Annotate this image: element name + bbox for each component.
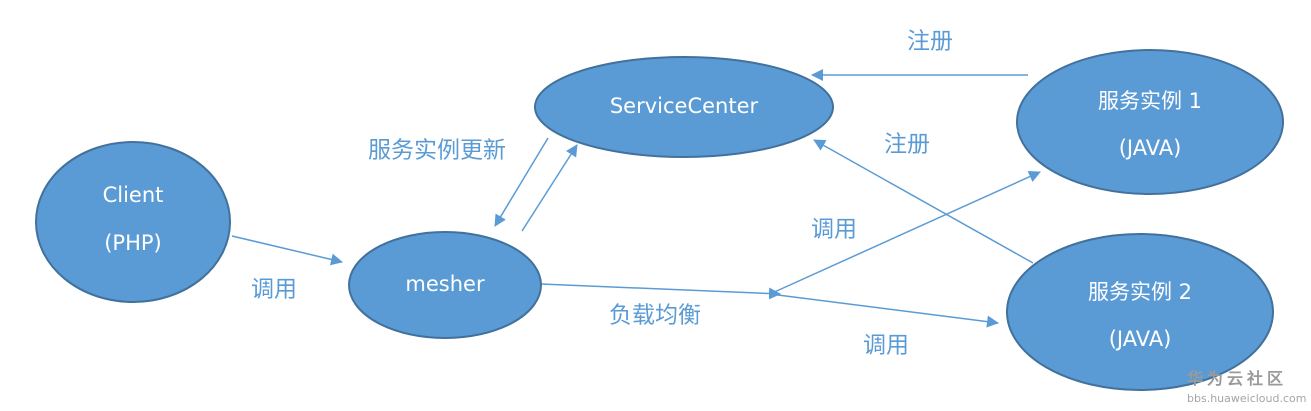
edge-mesher-to-sc: [521, 144, 578, 232]
edge-balance-to-instance1: [769, 171, 1041, 295]
watermark: 华为云社区 bbs.huaweicloud.com: [1187, 369, 1306, 405]
edge-labels: 注册 注册 服务实例更新 调用 调用 负载均衡 调用: [251, 29, 953, 359]
label-register-mid: 注册: [884, 132, 930, 158]
label-instance-update: 服务实例更新: [368, 138, 506, 164]
instance2-lang-label: (JAVA): [1109, 327, 1172, 351]
instance1-label: 服务实例 1: [1098, 89, 1202, 113]
node-service-instance-1: 服务实例 1 (JAVA): [1016, 49, 1284, 195]
watermark-title: 华为云社区: [1187, 369, 1287, 388]
instance2-label: 服务实例 2: [1088, 280, 1192, 304]
client-label: Client: [103, 183, 164, 207]
edges: [231, 69, 1041, 328]
node-mesher: mesher: [348, 231, 542, 339]
node-client: Client (PHP): [35, 141, 231, 303]
label-call-upper: 调用: [811, 217, 857, 243]
instance1-lang-label: (JAVA): [1119, 136, 1182, 160]
label-load-balance: 负载均衡: [609, 303, 701, 329]
edge-instance2-register: [813, 139, 1034, 264]
edge-balance-to-instance2: [769, 293, 999, 328]
client-lang-label: (PHP): [104, 231, 162, 255]
node-service-instance-2: 服务实例 2 (JAVA): [1006, 233, 1274, 391]
label-register-top: 注册: [907, 29, 953, 55]
edge-sc-to-mesher: [494, 137, 549, 227]
label-call-lower: 调用: [863, 333, 909, 359]
watermark-url: bbs.huaweicloud.com: [1187, 392, 1306, 405]
edge-client-to-mesher: [231, 235, 343, 266]
mesher-label: mesher: [405, 272, 485, 296]
label-call-client: 调用: [251, 277, 297, 303]
edge-mesher-to-balance: [540, 283, 781, 300]
node-service-center: ServiceCenter: [534, 56, 834, 158]
service-center-label: ServiceCenter: [610, 94, 759, 118]
